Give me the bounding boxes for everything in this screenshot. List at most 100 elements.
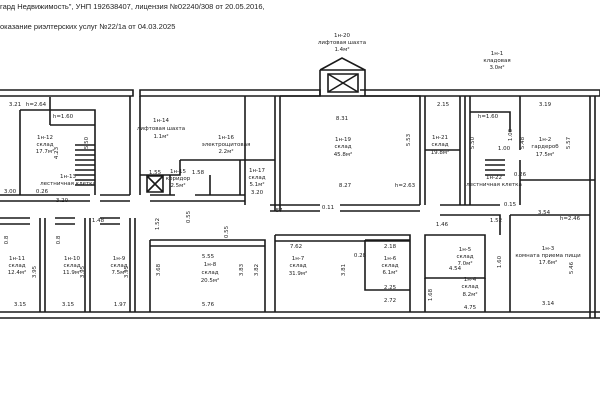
dim: 3.15 [14,302,27,308]
room-1n3-area: 17.6м² [539,259,558,266]
dim: 2.25 [384,285,397,291]
dim: 5.50 [84,136,90,149]
dim: 1.60 [497,255,503,268]
dim: 3.00 [4,189,17,195]
dim: 0.11 [322,205,334,211]
dim: 1.52 [490,218,502,224]
dim: 4.23 [54,146,60,159]
dim: 3.15 [62,302,75,308]
room-1n10-area: 11.9м² [63,269,82,276]
room-1n13-name: лестничная клетка [40,181,96,187]
dim: 1.46 [436,222,449,228]
dim: 3.14 [542,301,555,307]
room-1n21-num: 1н-21 [432,135,448,141]
dim: 1.00 [498,146,511,152]
room-1n17-num: 1н-17 [249,168,266,174]
room-1n16-num: 1н-16 [218,135,235,141]
dim: 2.15 [437,102,450,108]
dim: 0.26 [514,172,527,178]
room-1n7-num: 1н-7 [292,256,305,262]
room-1n7-area: 31.9м² [289,270,308,277]
walls [0,57,600,319]
dim: 5.50 [470,136,476,149]
dim: 8.31 [336,116,348,122]
dim: h=2.63 [395,183,416,189]
dim: 3.95 [80,265,86,278]
room-1n7-name: склад [289,263,306,269]
dim: 3.68 [156,263,162,276]
room-1n6-area: 6.1м² [382,269,397,276]
room-1n12-area: 17.7м² [36,148,55,155]
dim: 1.52 [155,218,161,230]
room-1n16-name: электрощитовая [202,142,251,148]
room-1n3-num: 1н-3 [542,246,555,252]
dim: 0.26 [36,189,49,195]
room-1n4-name: склад [461,284,478,290]
room-1n1-name: кладовая [483,58,510,64]
dim: 4.75 [464,305,477,311]
room-1n19-area: 45.8м² [334,151,353,158]
dim: 3.19 [539,102,552,108]
room-1n19-name: склад [334,144,351,150]
room-1n9-name: склад [110,263,127,269]
room-1n1-area: 3.0м² [489,64,504,71]
room-1n15-num: 1н-15 [170,169,187,175]
dim: 5.48 [520,136,526,149]
room-1n9-num: 1н-9 [113,256,126,262]
dim: 1.00 [508,128,514,141]
dim: 87 [276,208,283,214]
dim: 3.54 [538,210,551,216]
dim: 3.82 [254,264,260,276]
room-1n22-name: лестничная клетка [466,182,522,188]
dim: 0.55 [224,225,230,238]
room-1n6-num: 1н-6 [384,256,397,262]
dim: 1.48 [92,218,105,224]
room-labels: 1н-20 лифтовая шахта 1.4м² 1н-1 кладовая… [8,33,581,298]
header-line-2: оказание риэлтерских услуг №22/1а от 04.… [0,22,176,31]
dim: 3.81 [341,264,347,276]
room-1n8-name: склад [201,270,218,276]
room-1n8-num: 1н-8 [204,262,217,268]
room-1n5-num: 1н-5 [459,247,472,253]
room-1n16-area: 2.2м² [218,148,233,155]
room-1n14-name: лифтовая шахта [137,126,185,132]
room-1n13-num: 1н-13 [60,174,77,180]
room-1n22-num: 1н-22 [486,175,502,181]
room-1n11-area: 12.4м² [8,269,27,276]
dim: 1.68 [428,288,434,301]
room-1n8-area: 20.5м² [201,277,220,284]
room-1n1-num: 1н-1 [491,51,504,57]
header-line-1: гард Недвижимость", УНП 192638407, лицен… [0,2,265,11]
room-1n10-num: 1н-10 [64,256,81,262]
room-1n15-area: 2.5м² [170,182,185,189]
room-1n19-num: 1н-19 [335,137,352,143]
room-1n9-area: 7.5м² [111,269,126,276]
dim: 3.95 [32,265,38,278]
dim: 1.97 [114,302,127,308]
room-1n4-num: 1н-4 [464,277,477,283]
room-1n2-area: 17.5м² [536,151,555,158]
room-1n2-name: гардероб [531,144,559,150]
room-1n5-area: 7.0м² [457,260,472,267]
dimension-labels: 3.21 h=2.64 h=1.60 8.31 5.53 2.15 3.19 h… [4,102,581,311]
room-1n12-num: 1н-12 [37,135,53,141]
room-1n15-name: коридор [166,176,191,182]
room-1n20-name: лифтовая шахта [318,40,366,46]
dim: 1.58 [192,170,205,176]
dim: 0.8 [4,235,10,244]
dim: 0.28 [354,253,367,259]
dim: 5.46 [569,261,575,274]
dim: 0.15 [504,202,517,208]
dim: 2.18 [384,244,397,250]
room-1n10-name: склад [63,263,80,269]
dim: 3.95 [124,265,130,278]
room-1n4-area: 8.2м² [462,291,477,298]
dim: h=2.46 [560,216,581,222]
dim: 7.62 [290,244,302,250]
dim: 5.57 [566,136,572,149]
dim: 5.53 [406,133,412,146]
dim: 0.8 [56,235,62,244]
room-1n21-name: склад [431,142,448,148]
room-1n11-name: склад [8,263,25,269]
dim: 0.55 [186,210,192,223]
